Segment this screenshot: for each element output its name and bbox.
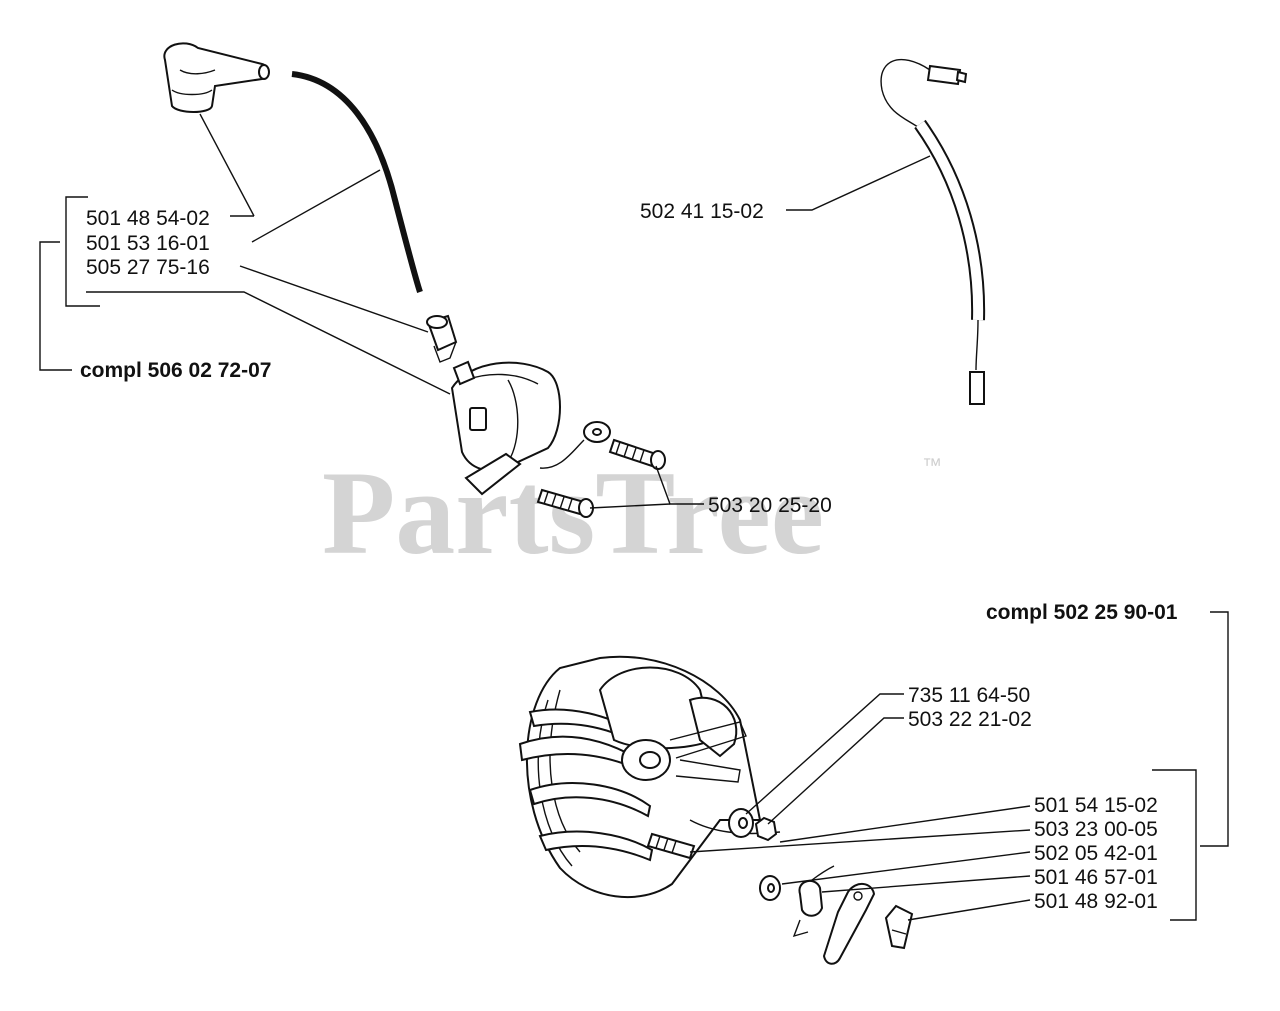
ignition-coil-part	[426, 314, 611, 496]
flywheel-nut-part	[754, 816, 778, 842]
callout-ignition-compl[interactable]: compl 506 02 72-07	[80, 359, 271, 382]
spring-clip-part	[884, 904, 914, 950]
callout-washer[interactable]: 735 11 64-50	[908, 684, 1030, 707]
callout-flywheel-compl[interactable]: compl 502 25 90-01	[986, 601, 1178, 624]
callout-washer-2[interactable]: 503 23 00-05	[1034, 818, 1158, 841]
callout-spring[interactable]: 501 46 57-01	[1034, 866, 1158, 889]
leader-lines	[39, 113, 1229, 921]
callout-pawl[interactable]: 501 54 15-02	[1034, 794, 1158, 817]
watermark-trademark: ™	[922, 455, 942, 477]
callout-bushing[interactable]: 502 05 42-01	[1034, 842, 1158, 865]
ht-lead-part	[291, 71, 423, 293]
coil-screw-upper	[608, 438, 666, 470]
callout-spring-clip[interactable]: 501 48 92-01	[1034, 890, 1158, 913]
pawl-bushing-part	[792, 865, 835, 938]
pawl-part	[822, 883, 876, 965]
callout-ignition-cap[interactable]: 501 48 54-02	[86, 207, 210, 230]
pawl-washer-part	[759, 875, 781, 901]
callout-nut[interactable]: 503 22 21-02	[908, 708, 1032, 731]
callout-coil-screws[interactable]: 503 20 25-20	[708, 494, 832, 517]
callout-ht-lead[interactable]: 501 53 16-01	[86, 232, 210, 255]
callout-ignition-coil[interactable]: 505 27 75-16	[86, 256, 210, 279]
coil-screw-lower	[536, 488, 594, 518]
flywheel-part	[518, 655, 781, 899]
short-circuit-cable-part	[880, 59, 986, 405]
flywheel-washer-part	[728, 808, 754, 838]
callout-short-circuit-cable[interactable]: 502 41 15-02	[640, 200, 764, 223]
ignition-cap-part	[163, 42, 270, 113]
